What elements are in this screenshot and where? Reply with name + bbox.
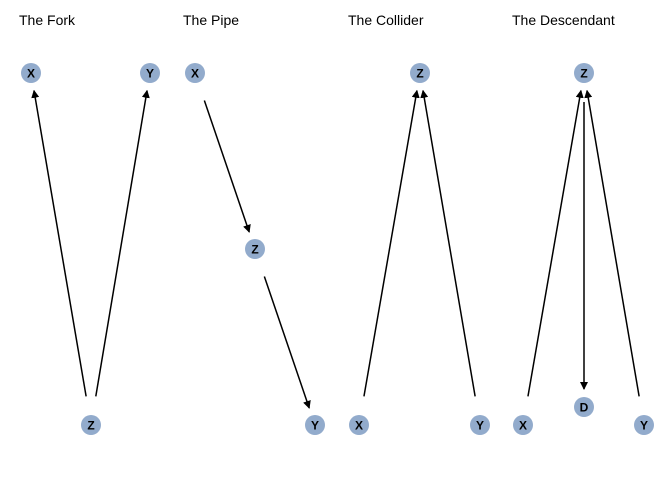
panel-title-collider: The Collider (348, 12, 424, 28)
node-fork-y: Y (140, 63, 160, 83)
edge-fork-z-to-fork-y (95, 89, 150, 397)
edge-coll-y-to-coll-z (420, 89, 476, 397)
node-label: X (519, 419, 527, 433)
edge-fork-z-to-fork-x (31, 89, 87, 397)
node-circle (574, 397, 594, 417)
edge-coll-x-to-coll-z (363, 89, 420, 397)
node-label: Z (87, 419, 94, 433)
node-label: X (27, 67, 35, 81)
node-fork-z: Z (81, 415, 101, 435)
edge-pipe-z-to-pipe-y (263, 276, 311, 409)
node-circle (185, 63, 205, 83)
node-label: Y (146, 67, 154, 81)
panel-title-pipe: The Pipe (183, 12, 240, 28)
node-label: D (580, 401, 589, 415)
node-desc-x: X (513, 415, 533, 435)
node-desc-y: Y (634, 415, 654, 435)
panel-title-fork: The Fork (19, 12, 76, 28)
node-circle (349, 415, 369, 435)
node-circle (81, 415, 101, 435)
node-pipe-z: Z (245, 239, 265, 259)
node-label: Y (640, 419, 648, 433)
node-circle (305, 415, 325, 435)
node-pipe-x: X (185, 63, 205, 83)
node-circle (21, 63, 41, 83)
node-label: Y (311, 419, 319, 433)
node-label: Z (416, 67, 423, 81)
node-coll-y: Y (470, 415, 490, 435)
node-fork-x: X (21, 63, 41, 83)
node-circle (634, 415, 654, 435)
node-circle (410, 63, 430, 83)
panel-title-descendant: The Descendant (512, 12, 615, 28)
node-desc-d: D (574, 397, 594, 417)
node-circle (140, 63, 160, 83)
node-circle (245, 239, 265, 259)
node-label: X (355, 419, 363, 433)
node-desc-z: Z (574, 63, 594, 83)
edge-desc-x-to-desc-z (527, 89, 584, 397)
node-circle (513, 415, 533, 435)
node-circle (574, 63, 594, 83)
node-pipe-y: Y (305, 415, 325, 435)
edge-desc-y-to-desc-z (584, 89, 640, 397)
node-coll-x: X (349, 415, 369, 435)
node-label: Z (580, 67, 587, 81)
node-coll-z: Z (410, 63, 430, 83)
node-circle (470, 415, 490, 435)
node-label: X (191, 67, 199, 81)
node-label: Z (251, 243, 258, 257)
node-label: Y (476, 419, 484, 433)
edge-pipe-x-to-pipe-z (203, 100, 251, 233)
